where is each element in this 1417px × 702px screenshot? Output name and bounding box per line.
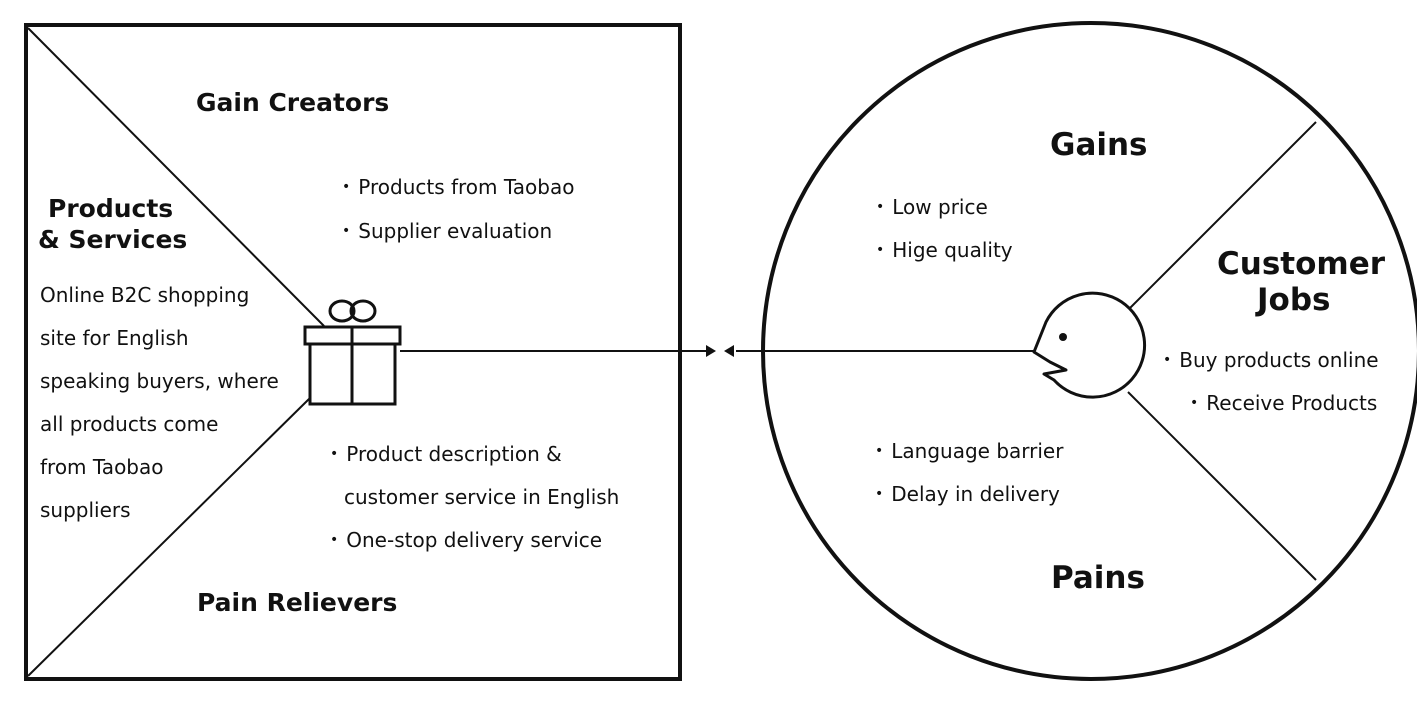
products-services-description-line: site for English: [40, 326, 189, 350]
customer-jobs-title-line1: Customer: [1217, 246, 1386, 282]
arrow-left-icon: [724, 345, 734, 357]
products-services-description-line: Online B2C shopping: [40, 283, 250, 307]
gains-title: Gains: [1050, 127, 1148, 163]
value-map-divider-upper: [27, 27, 325, 327]
products-services-title-line1: Products: [48, 194, 174, 223]
products-services-description-line: from Taobao: [40, 455, 164, 479]
profile-divider-lower: [1127, 391, 1317, 581]
customer-profile-circle: [761, 21, 1417, 681]
gain-item: Low price: [876, 195, 988, 219]
products-services-description-line: speaking buyers, where: [40, 369, 279, 393]
products-services-title-line2: & Services: [38, 225, 188, 254]
pain-item: Language barrier: [875, 439, 1063, 463]
customer-job-item: Buy products online: [1163, 348, 1378, 372]
pains-title: Pains: [1051, 560, 1145, 596]
gain-item: Hige quality: [876, 238, 1012, 262]
gift-icon: [303, 299, 402, 406]
customer-face-icon: [1032, 291, 1147, 399]
pain-reliever-item-continued: customer service in English: [344, 485, 620, 509]
arrow-right-icon: [706, 345, 716, 357]
gain-creators-title: Gain Creators: [196, 88, 390, 117]
pain-relievers-title: Pain Relievers: [197, 588, 398, 617]
value-map-divider-lower: [27, 397, 311, 677]
products-services-description-line: all products come: [40, 412, 219, 436]
pain-item: Delay in delivery: [875, 482, 1060, 506]
customer-job-item: Receive Products: [1190, 391, 1377, 415]
customer-jobs-title-line2: Jobs: [1257, 282, 1331, 318]
pain-reliever-item: One-stop delivery service: [330, 528, 602, 552]
profile-divider-upper: [1127, 121, 1317, 311]
gain-creator-item: Products from Taobao: [342, 175, 574, 199]
gain-creator-item: Supplier evaluation: [342, 219, 552, 243]
products-services-description-line: suppliers: [40, 498, 131, 522]
pain-reliever-item: Product description &: [330, 442, 561, 466]
